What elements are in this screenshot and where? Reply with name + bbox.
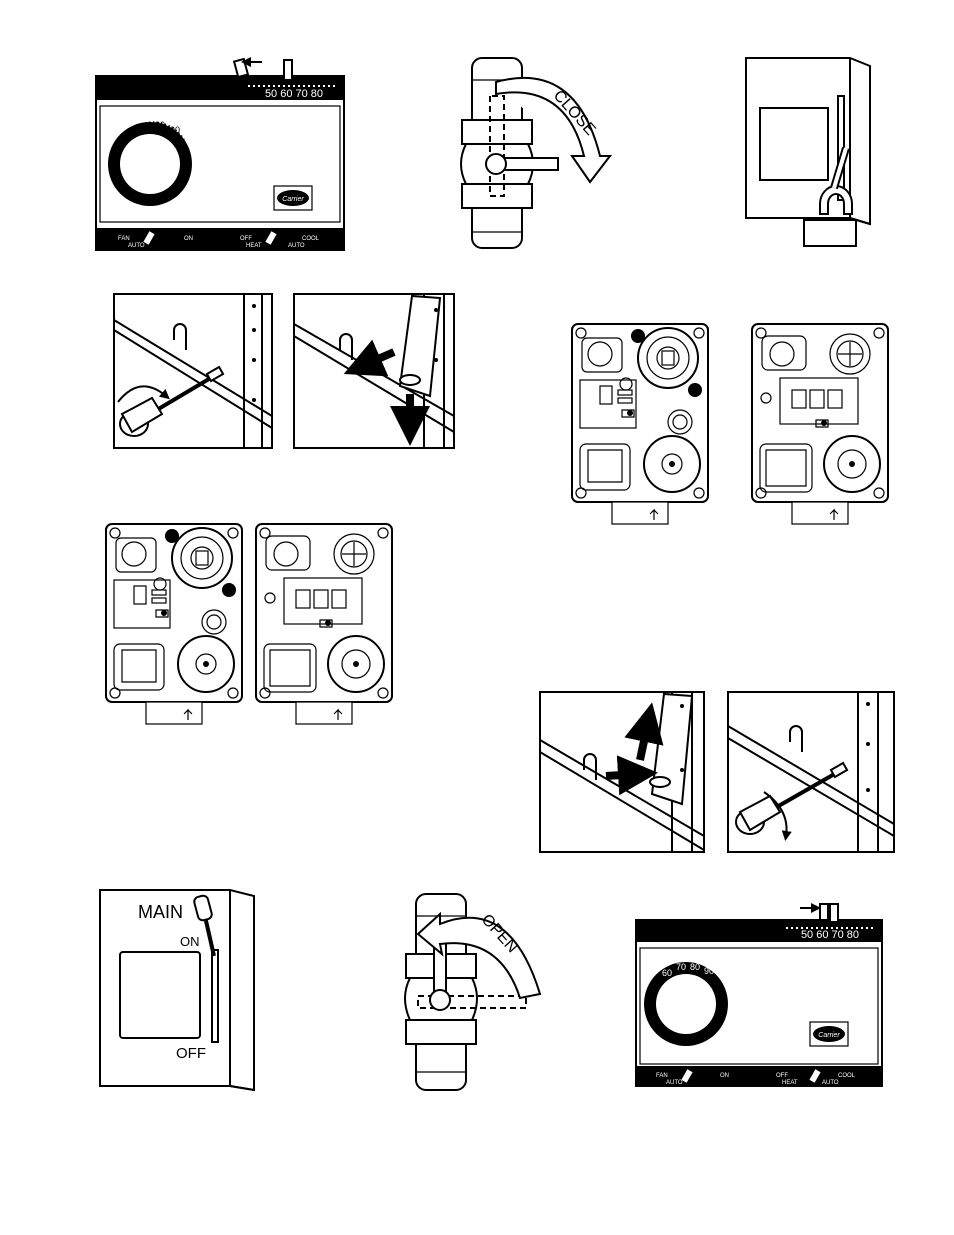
svg-text:70: 70 xyxy=(676,962,686,972)
gas-valve-a-left xyxy=(106,524,242,724)
svg-text:FAN: FAN xyxy=(118,236,130,242)
svg-text:Carrier: Carrier xyxy=(818,1032,840,1039)
svg-text:AUTO: AUTO xyxy=(128,243,145,249)
gas-valve-b-right xyxy=(752,324,888,524)
gas-valve-a-right xyxy=(572,324,708,524)
main-switch: MAIN ON OFF xyxy=(100,890,254,1090)
disconnect-box-locked xyxy=(746,58,870,246)
valve-open: OPEN xyxy=(405,894,540,1090)
thermostat-panel-bottom: 50 60 70 80 60 70 80 90 Carrier FAN AUTO… xyxy=(636,904,882,1086)
switch-on-label: ON xyxy=(180,934,200,949)
svg-text:60: 60 xyxy=(662,968,672,978)
valve-close: CLOSE xyxy=(461,58,610,248)
svg-text:COOL: COOL xyxy=(302,236,320,242)
svg-text:80: 80 xyxy=(155,120,165,130)
svg-text:AUTO: AUTO xyxy=(288,243,305,249)
svg-text:HEAT: HEAT xyxy=(246,243,262,249)
svg-text:HEAT: HEAT xyxy=(782,1080,798,1086)
svg-text:90: 90 xyxy=(704,966,714,976)
svg-text:ON: ON xyxy=(184,236,193,242)
svg-text:OFF: OFF xyxy=(776,1073,788,1079)
gas-valve-b-left xyxy=(256,524,392,724)
svg-text:COOL: COOL xyxy=(838,1073,856,1079)
svg-text:80: 80 xyxy=(690,962,700,972)
svg-text:50 60 70 80: 50 60 70 80 xyxy=(801,929,859,941)
panel-screw-install xyxy=(728,692,894,852)
svg-text:50 60 70 80: 50 60 70 80 xyxy=(265,88,323,100)
svg-text:FAN: FAN xyxy=(656,1073,668,1079)
panel-screw-remove xyxy=(114,294,272,448)
switch-off-label: OFF xyxy=(176,1045,206,1062)
switch-title: MAIN xyxy=(138,902,183,922)
thermostat-panel-top: 50 60 70 80 60 70 80 90 Carrier FAN AUTO… xyxy=(96,59,344,250)
svg-text:AUTO: AUTO xyxy=(822,1080,839,1086)
panel-slide-remove xyxy=(294,294,454,448)
svg-text:AUTO: AUTO xyxy=(666,1080,683,1086)
panel-replace xyxy=(540,692,704,852)
svg-text:OFF: OFF xyxy=(240,236,252,242)
svg-text:Carrier: Carrier xyxy=(282,196,304,203)
svg-text:ON: ON xyxy=(720,1073,729,1079)
